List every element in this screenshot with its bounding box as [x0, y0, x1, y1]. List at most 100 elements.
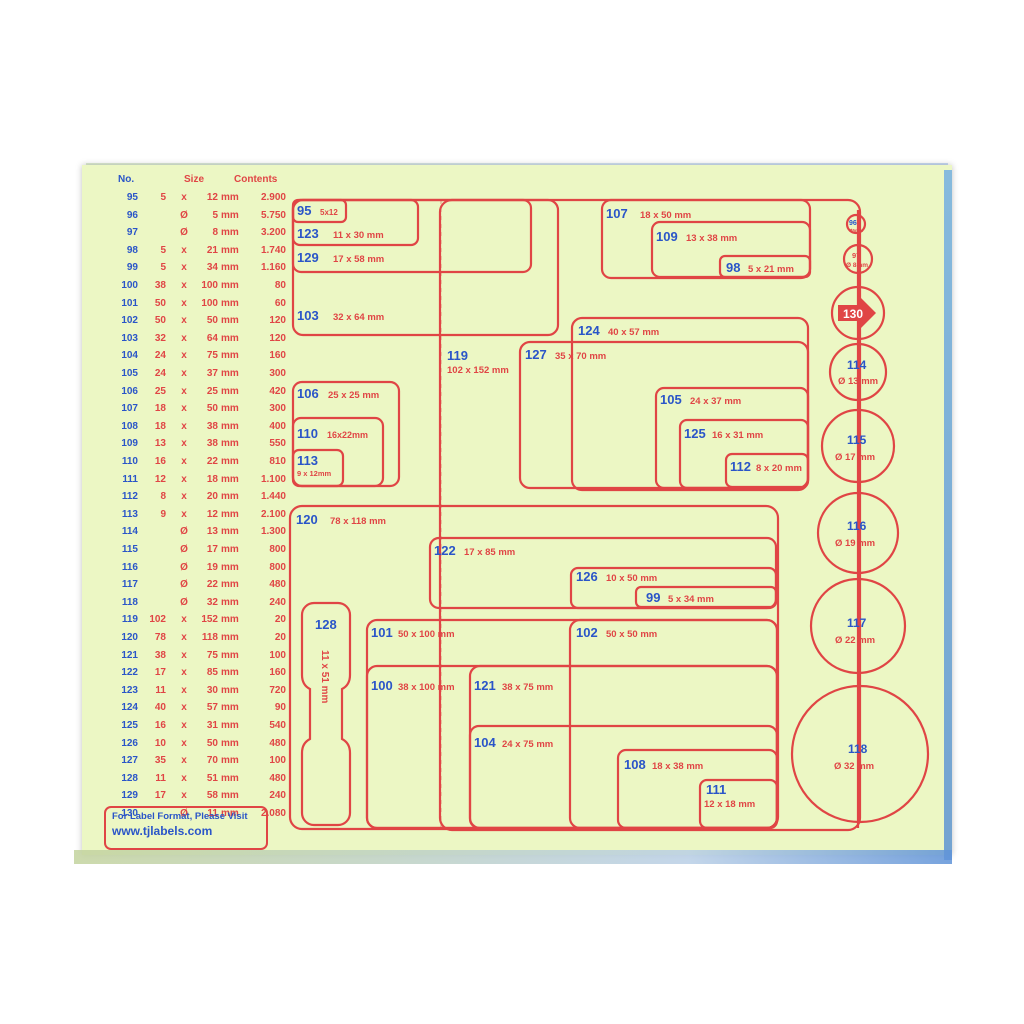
table-cell-unit: mm — [221, 561, 239, 573]
table-cell-b: 34 — [206, 262, 218, 274]
table-cell-x: x — [181, 632, 187, 643]
table-cell-no: 114 — [121, 526, 138, 538]
table-cell-unit: mm — [221, 702, 239, 714]
table-cell-unit: mm — [221, 473, 239, 485]
table-cell-contents: 550 — [269, 438, 286, 450]
website-box — [104, 806, 268, 850]
table-cell-unit: mm — [221, 244, 239, 256]
table-cell-unit: mm — [221, 438, 239, 450]
label-no-124: 124 — [578, 323, 600, 338]
label-dim-100: 38 x 100 mm — [398, 682, 455, 693]
label-no-126: 126 — [576, 569, 598, 584]
label-no-118: 118 — [848, 742, 868, 756]
table-cell-b: 30 — [206, 684, 218, 696]
table-cell-x: x — [181, 491, 187, 503]
table-cell-unit: mm — [221, 772, 239, 784]
table-cell-x: Ø — [180, 808, 188, 819]
sheet-edge-bottom — [74, 850, 952, 864]
table-cell-b: 32 — [206, 596, 218, 608]
table-cell-unit: mm — [221, 209, 239, 221]
table-cell-contents: 5.750 — [260, 209, 286, 221]
table-cell-contents: 2.080 — [260, 808, 286, 819]
label-no-107: 107 — [606, 206, 628, 221]
table-cell-no: 100 — [121, 280, 138, 291]
table-cell-contents: 3.200 — [260, 227, 286, 239]
table-cell-no: 119 — [121, 614, 138, 626]
table-cell-no: 105 — [121, 368, 138, 379]
table-cell-no: 98 — [126, 244, 138, 256]
label-no-114: 114 — [847, 358, 867, 372]
table-cell-x: Ø — [180, 579, 188, 591]
table-cell-contents: 90 — [274, 702, 286, 714]
label-no-129: 129 — [297, 250, 319, 265]
table-cell-b: 22 — [206, 456, 218, 467]
table-cell-x: x — [181, 262, 187, 274]
table-cell-x: x — [181, 350, 187, 362]
table-cell-b: 38 — [206, 420, 218, 432]
table-cell-contents: 800 — [269, 561, 286, 573]
table-cell-contents: 480 — [269, 772, 286, 784]
label-dim-99: 5 x 34 mm — [668, 594, 714, 605]
table-cell-contents: 300 — [269, 403, 286, 415]
label-no-116: 116 — [847, 519, 867, 533]
label-outline-95 — [291, 198, 348, 224]
table-cell-no: 127 — [121, 755, 138, 767]
label-no-119: 119 — [447, 348, 468, 363]
table-cell-no: 118 — [121, 596, 138, 608]
table-cell-contents: 480 — [269, 579, 286, 591]
table-cell-unit: mm — [221, 544, 239, 555]
table-cell-unit: mm — [221, 579, 239, 591]
table-cell-x: Ø — [180, 526, 188, 538]
label-outline-97 — [842, 243, 874, 275]
table-cell-a: 16 — [154, 456, 166, 467]
table-cell-a: 9 — [160, 508, 166, 520]
table-cell-a: 38 — [154, 649, 166, 661]
table-cell-a: 8 — [160, 491, 166, 503]
table-cell-b: 13 — [206, 526, 218, 538]
table-cell-b: 12 — [206, 192, 218, 203]
table-cell-no: 122 — [121, 667, 138, 679]
label-dim-97: Ø 8mm — [846, 262, 868, 269]
label-no-115: 115 — [847, 433, 867, 447]
label-outline-102 — [568, 618, 779, 830]
label-sheet — [82, 165, 952, 855]
label-dim-125: 16 x 31 mm — [712, 430, 763, 441]
table-cell-a: 50 — [154, 315, 166, 327]
table-cell-x: x — [181, 667, 187, 679]
table-cell-a: 35 — [154, 755, 166, 767]
table-cell-b: 22 — [206, 579, 218, 591]
table-cell-no: 108 — [121, 420, 138, 432]
table-cell-a: 17 — [154, 667, 166, 679]
label-dim-123: 11 x 30 mm — [333, 230, 384, 241]
website-link[interactable]: www.tjlabels.com — [112, 824, 213, 838]
label-dim-103: 32 x 64 mm — [333, 312, 384, 323]
table-cell-b: 70 — [206, 755, 218, 767]
table-cell-unit: mm — [221, 332, 239, 344]
label-outline-119 — [438, 198, 862, 832]
table-cell-contents: 80 — [274, 280, 286, 291]
table-cell-x: x — [181, 755, 187, 767]
label-outline-113 — [291, 448, 345, 488]
table-cell-no: 130 — [121, 808, 138, 819]
label-dim-105: 24 x 37 mm — [690, 396, 741, 407]
table-cell-contents: 1.160 — [260, 262, 286, 274]
table-cell-unit: mm — [221, 720, 239, 731]
table-cell-x: x — [181, 684, 187, 696]
label-dim-112: 8 x 20 mm — [756, 463, 802, 474]
table-cell-contents: 240 — [269, 596, 286, 608]
table-cell-no: 120 — [121, 632, 138, 643]
table-cell-x: x — [181, 772, 187, 784]
